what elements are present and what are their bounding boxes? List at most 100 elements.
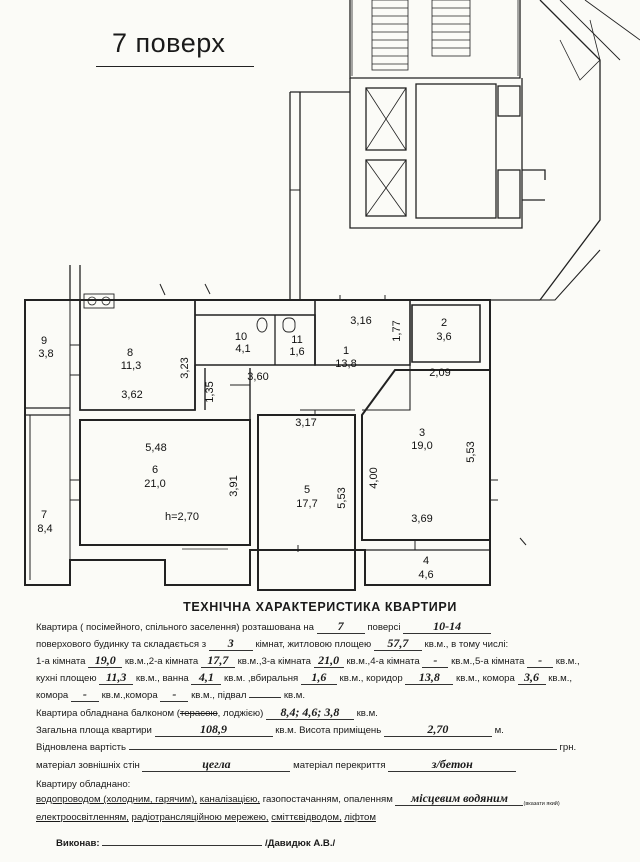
label-trash: сміттєвідводом, <box>271 812 342 823</box>
label-gas-heating: газопостачанням, опаленням <box>262 794 393 805</box>
storage2-value: - <box>70 688 99 702</box>
room-4-area: 4,6 <box>418 569 433 581</box>
label-electric: електроосвітленням, <box>36 812 129 823</box>
form-line-9: матеріал зовнішніх стін цегла матеріал п… <box>36 758 517 774</box>
label-floor: поверсі <box>367 622 401 633</box>
label-building: поверхового будинку та складається з <box>36 639 207 650</box>
label-uah: грн. <box>559 742 577 753</box>
label-corridor: кв.м., коридор <box>339 673 403 684</box>
dim-5: 3,60 <box>247 371 268 383</box>
room5-value: - <box>527 654 554 668</box>
executor-name: /Давидюк А.В./ <box>264 838 336 849</box>
label-bath: кв.м., ванна <box>135 673 189 684</box>
room-7-area: 8,4 <box>37 523 52 535</box>
dim-1: 3,16 <box>350 315 371 327</box>
stairwell-outline <box>349 0 521 79</box>
restored-cost-value <box>128 749 557 750</box>
room-6-number: 6 <box>152 464 158 476</box>
label-storage-end: кв.м., <box>548 673 573 684</box>
dim-10: 3,91 <box>228 475 240 496</box>
label-ceiling-material: матеріал перекриття <box>293 760 386 771</box>
label-radio: радіотрансляційною мережею, <box>131 812 269 823</box>
signature-line <box>102 845 263 846</box>
label-room1: 1-а кімната <box>36 656 86 667</box>
room-3-number: 3 <box>419 427 425 439</box>
room-10-area: 4,1 <box>235 343 250 355</box>
basement-value <box>249 697 282 698</box>
form-line-7: Загальна площа квартири 108,9 кв.м. Висо… <box>36 723 504 739</box>
ceiling-height-value: 2,70 <box>383 723 492 737</box>
dim-13: 5,53 <box>336 487 348 508</box>
room-1-number: 1 <box>343 345 349 357</box>
label-including: кв.м., в тому числі: <box>424 639 509 650</box>
label-location: Квартира ( посімейного, спільного заселе… <box>36 622 314 633</box>
label-room4: кв.м.,4-а кімната <box>346 656 420 667</box>
floor-plan: 9 3,8 8 11,3 10 4,1 11 1,6 1 13,8 2 3,6 … <box>24 0 640 591</box>
room-10-number: 10 <box>235 331 247 343</box>
sheet-heading: ТЕХНІЧНА ХАРАКТЕРИСТИКА КВАРТИРИ <box>183 600 457 614</box>
heating-note: (вказати який) <box>523 801 560 807</box>
form-line-1: Квартира ( посімейного, спільного заселе… <box>36 620 492 636</box>
total-area-value: 108,9 <box>154 723 273 737</box>
stove <box>83 293 115 309</box>
room-5-area: 17,7 <box>296 498 317 510</box>
label-balcony: Квартира обладнана балконом ( <box>36 708 180 719</box>
title-underline <box>96 66 254 67</box>
label-basement: кв.м., підвал <box>191 690 247 701</box>
dim-7: 2,09 <box>429 367 450 379</box>
label-room3: кв.м.,3-а кімната <box>237 656 311 667</box>
form-line-13: Виконав: /Давидюк А.В./ <box>56 836 335 852</box>
label-storage: кв.м., комора <box>456 673 515 684</box>
ceiling-height-label: h=2,70 <box>165 511 199 523</box>
label-executed-by: Виконав: <box>56 838 100 849</box>
dim-3: 3,23 <box>179 357 191 378</box>
room2-value: 17,7 <box>200 654 235 668</box>
room-1-area: 13,8 <box>335 358 356 370</box>
room1-value: 19,0 <box>88 654 123 668</box>
room-8-number: 8 <box>127 347 133 359</box>
label-loggia: , лоджією) <box>217 708 264 719</box>
storage1-value: 3,6 <box>517 671 546 685</box>
bath-value: 4,1 <box>191 671 222 685</box>
room3-value: 21,0 <box>313 654 344 668</box>
ceiling-material-value: з/бетон <box>388 758 517 772</box>
wc-value: 1,6 <box>300 671 337 685</box>
label-room2: кв.м.,2-а кімната <box>124 656 199 667</box>
dim-14: 3,69 <box>411 513 432 525</box>
label-balcony-end: кв.м. <box>356 708 378 719</box>
label-storage3: кв.м.,комора <box>101 690 158 701</box>
room-3-area: 19,0 <box>411 440 432 452</box>
dim-4: 3,62 <box>121 389 142 401</box>
room-5-number: 5 <box>304 484 310 496</box>
room-2-area: 3,6 <box>436 331 451 343</box>
room-9-number: 9 <box>41 335 47 347</box>
form-line-3: 1-а кімната 19,0 кв.м.,2-а кімната 17,7 … <box>36 654 580 670</box>
room4-value: - <box>422 654 449 668</box>
label-room5: кв.м.,5-а кімната <box>451 656 525 667</box>
stairs-lines <box>371 0 471 71</box>
label-room-end: кв.м., <box>555 656 580 667</box>
room-2-number: 2 <box>441 317 447 329</box>
form-line-2: поверхового будинку та складається з 3 к… <box>36 637 508 653</box>
form-line-5: комора - кв.м.,комора - кв.м., підвал кв… <box>36 688 305 704</box>
label-living-area: кімнат, житловою площею <box>255 639 372 650</box>
label-restored-cost: Відновлена вартість <box>36 742 127 753</box>
lift-hall <box>415 83 497 219</box>
form-line-6: Квартира обладнана балконом (терасою, ло… <box>36 706 378 722</box>
form-line-10: Квартиру обладнано: <box>36 777 130 793</box>
room-7-number: 7 <box>41 509 47 521</box>
form-line-4: кухні площею 11,3 кв.м., ванна 4,1 кв.м.… <box>36 671 572 687</box>
dim-12: 4,00 <box>368 467 380 488</box>
form-line-12: електроосвітленням, радіотрансляційною м… <box>36 810 376 826</box>
elevator-shaft-1 <box>365 87 407 151</box>
label-water: водопроводом (холодним, гарячим), <box>36 794 198 805</box>
label-terrace-struck: терасою <box>179 708 218 719</box>
kitchen-value: 11,3 <box>99 671 134 685</box>
label-lift: ліфтом <box>344 812 376 823</box>
corridor-value: 13,8 <box>405 671 454 685</box>
floor-value: 7 <box>316 620 365 634</box>
label-basement-end: кв.м. <box>283 690 306 701</box>
room-8-area: 11,3 <box>121 360 142 372</box>
room-11-area: 1,6 <box>289 346 304 358</box>
room-4-number: 4 <box>423 555 429 567</box>
